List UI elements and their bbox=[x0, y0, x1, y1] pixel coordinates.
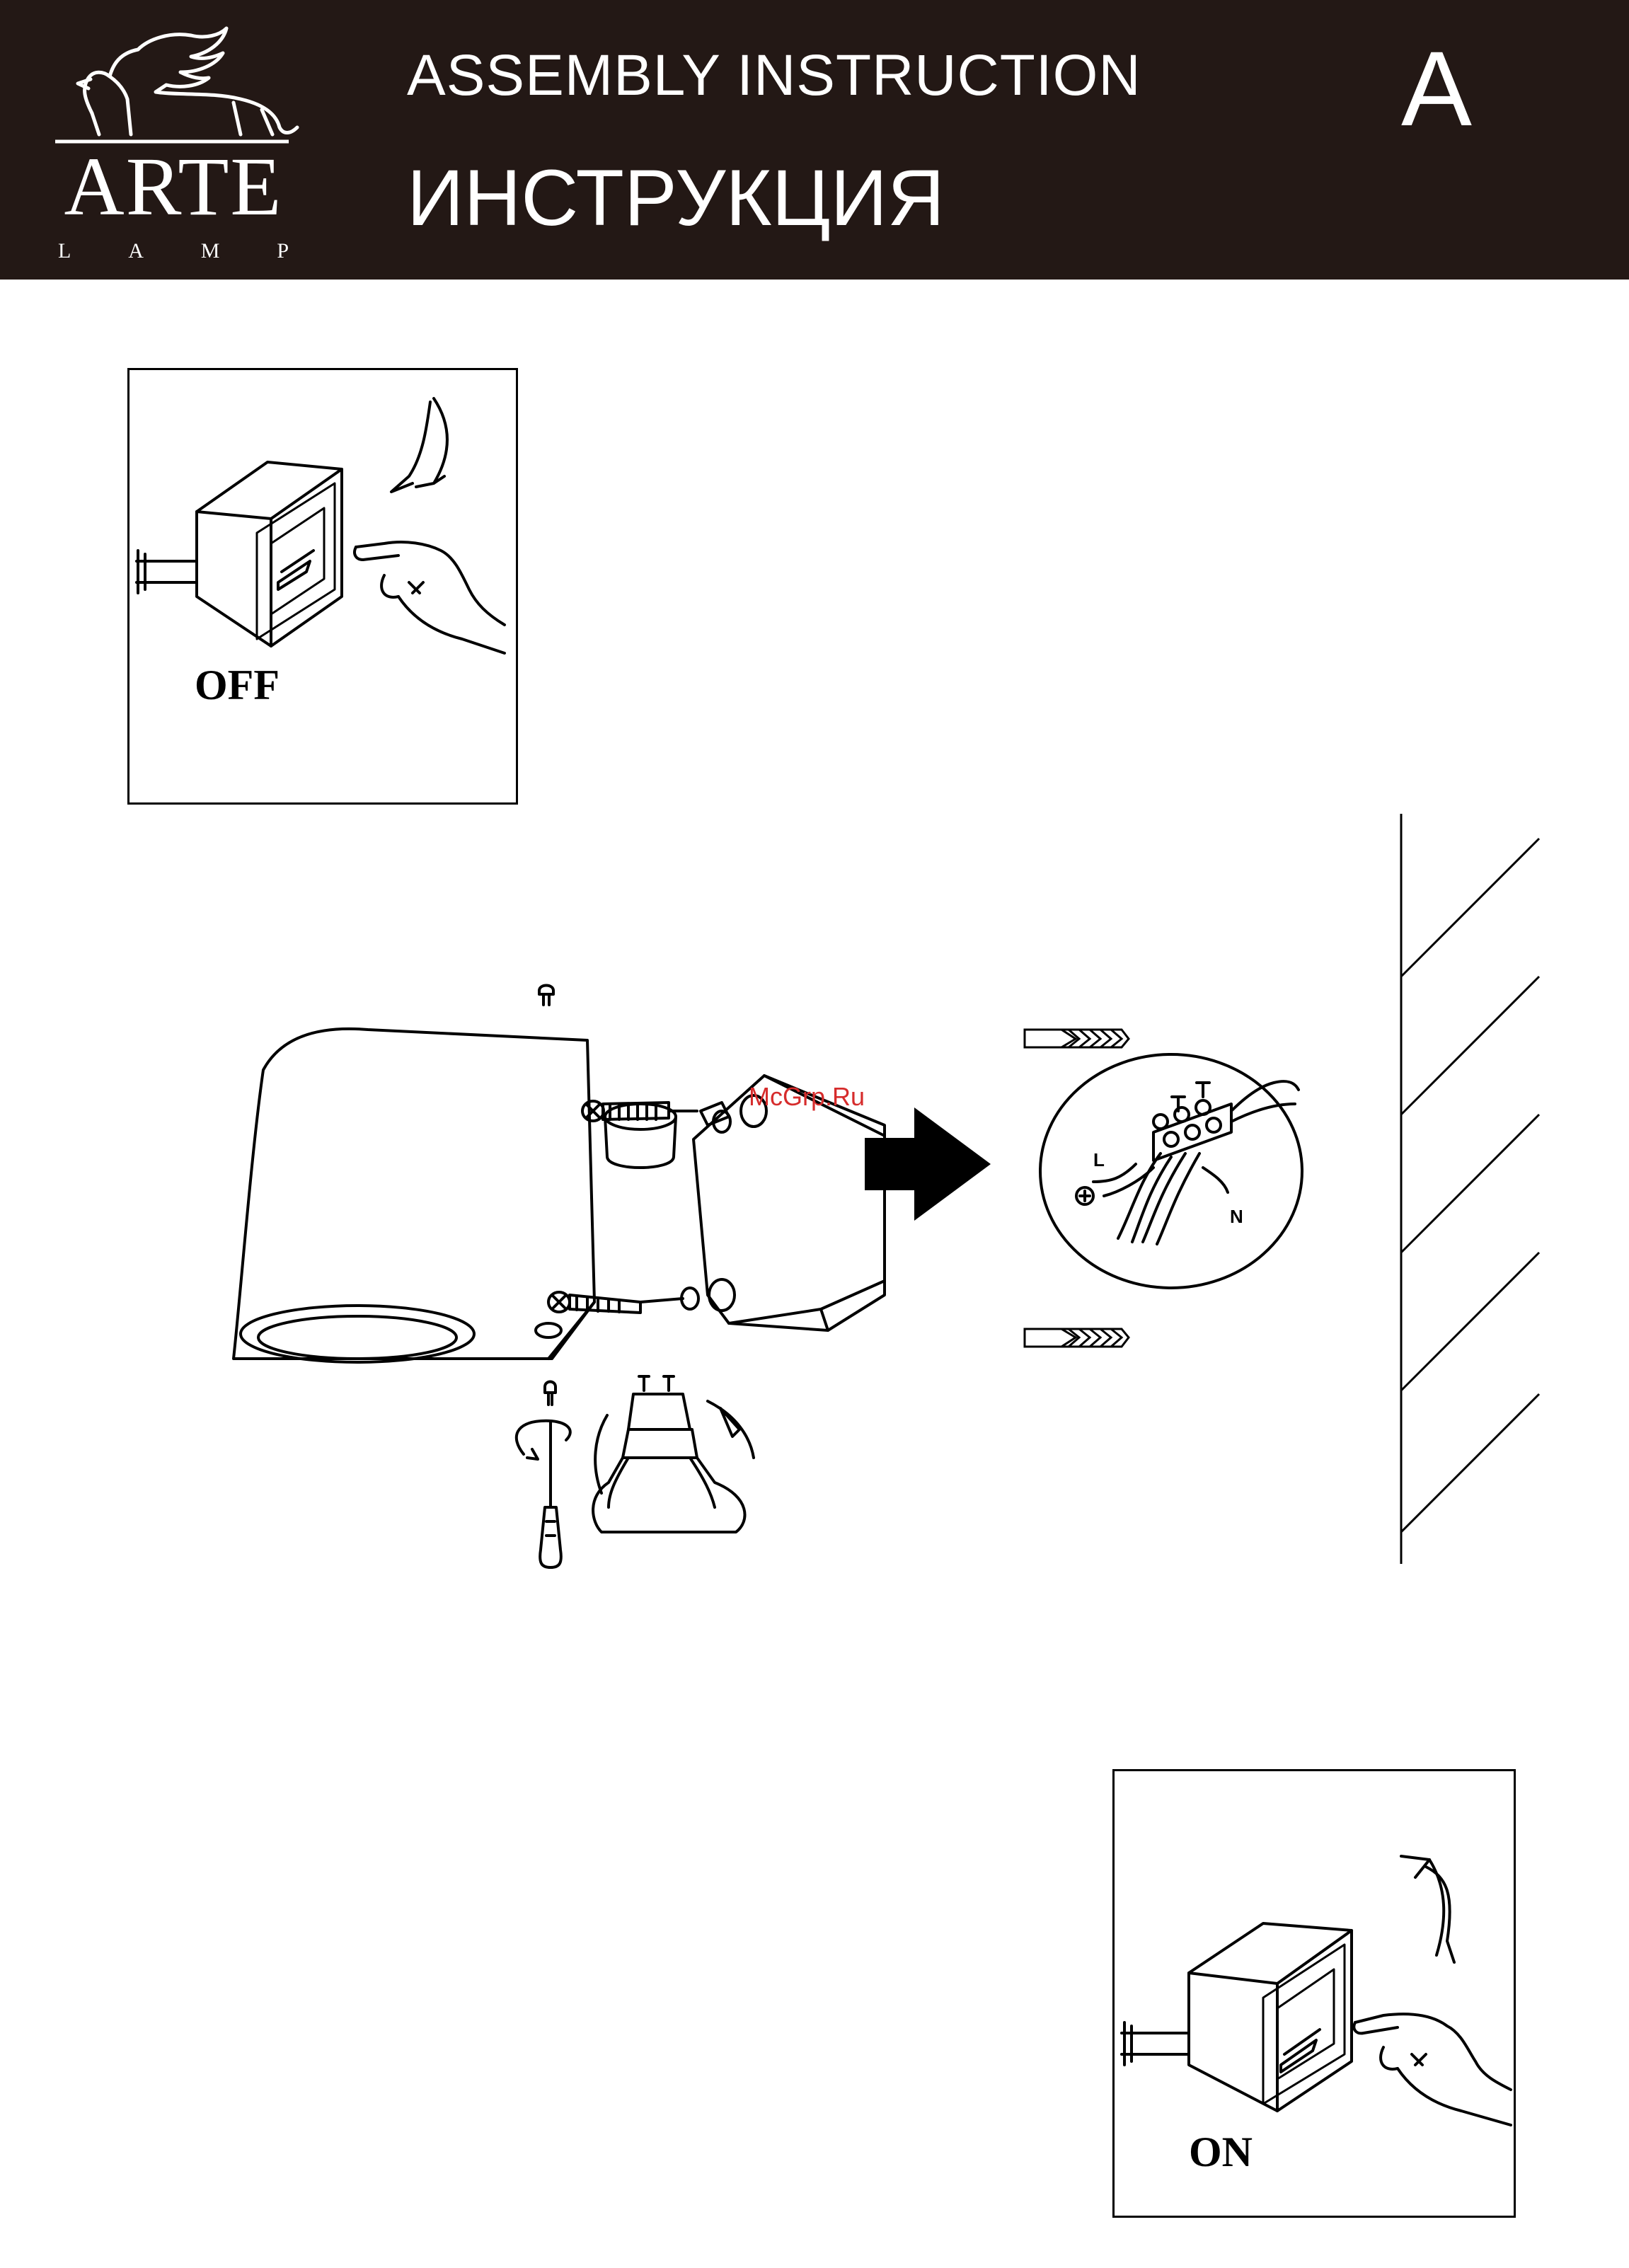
brand-sub-letter: P bbox=[277, 241, 289, 262]
brand-sub-letter: M bbox=[201, 241, 220, 262]
assembly-illustration: L N bbox=[0, 800, 1629, 1585]
brand-sub-letter: A bbox=[128, 241, 144, 262]
switch-off-label: OFF bbox=[195, 664, 280, 706]
neutral-wire-label: N bbox=[1230, 1206, 1243, 1227]
page-letter: A bbox=[1387, 32, 1486, 145]
watermark-text: McGrp.Ru bbox=[749, 1083, 865, 1111]
title-russian: ИНСТРУКЦИЯ bbox=[407, 156, 945, 241]
brand-subtitle: L A M P bbox=[50, 241, 297, 262]
brand-name: ARTE bbox=[50, 145, 297, 229]
switch-on-illustration bbox=[1115, 1771, 1518, 2220]
title-english: ASSEMBLY INSTRUCTION bbox=[407, 44, 1141, 108]
step-switch-on-panel: ON bbox=[1112, 1769, 1516, 2218]
live-wire-label: L bbox=[1093, 1149, 1105, 1170]
brand-sub-letter: L bbox=[58, 241, 71, 262]
step-switch-off-panel: OFF bbox=[127, 368, 518, 805]
switch-on-label: ON bbox=[1189, 2131, 1253, 2173]
assembly-diagram: L N bbox=[0, 800, 1629, 1585]
header-bar: ARTE L A M P ASSEMBLY INSTRUCTION ИНСТРУ… bbox=[0, 0, 1629, 280]
switch-off-illustration bbox=[129, 370, 520, 807]
brand-logo: ARTE L A M P bbox=[50, 21, 304, 265]
griffin-icon bbox=[50, 21, 304, 149]
